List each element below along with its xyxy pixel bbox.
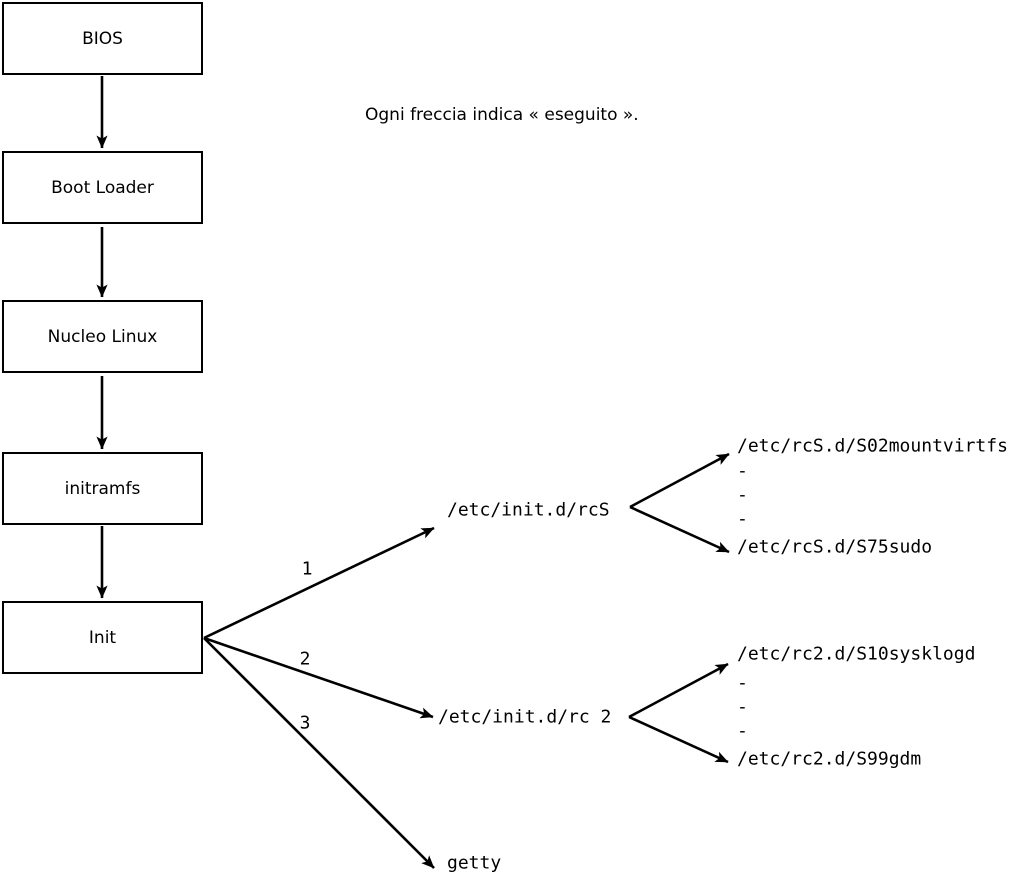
label-init-d-rcs: /etc/init.d/rcS: [447, 499, 610, 521]
box-bios-label: BIOS: [82, 28, 123, 49]
label-getty: getty: [447, 852, 502, 874]
diagram-caption: Ogni freccia indica « eseguito ».: [365, 105, 639, 125]
branch-number-2: 2: [299, 648, 311, 670]
box-init: Init: [2, 601, 203, 674]
label-rcs-ellipsis-1: -: [737, 460, 748, 482]
arrow-rcs-to-first-script: [629, 452, 730, 509]
arrow-init-to-rcs: [203, 526, 435, 640]
box-initramfs-label: initramfs: [64, 478, 141, 499]
label-rc2-last-script: /etc/rc2.d/S99gdm: [737, 748, 922, 770]
arrow-init-to-getty: [203, 637, 435, 869]
label-rcs-ellipsis-2: -: [737, 484, 748, 506]
arrow-rcs-to-last-script: [629, 505, 730, 554]
box-boot-loader: Boot Loader: [2, 151, 203, 224]
label-rcs-last-script: /etc/rcS.d/S75sudo: [737, 536, 933, 558]
box-boot-loader-label: Boot Loader: [51, 177, 154, 198]
label-init-d-rc2: /etc/init.d/rc 2: [438, 706, 612, 728]
branch-number-1: 1: [301, 558, 313, 580]
box-nucleo-linux: Nucleo Linux: [2, 300, 203, 373]
box-nucleo-linux-label: Nucleo Linux: [47, 326, 158, 347]
label-rc2-ellipsis-3: -: [737, 720, 748, 742]
label-rcs-ellipsis-3: -: [737, 508, 748, 530]
label-rc2-first-script: /etc/rc2.d/S10sysklogd: [737, 643, 976, 665]
arrow-rc2-to-last-script: [628, 715, 729, 764]
arrow-rc2-to-first-script: [628, 662, 729, 719]
box-initramfs: initramfs: [2, 452, 203, 525]
label-rc2-ellipsis-2: -: [737, 696, 748, 718]
box-init-label: Init: [88, 627, 117, 648]
label-rcs-first-script: /etc/rcS.d/S02mountvirtfs: [737, 435, 1008, 457]
box-bios: BIOS: [2, 2, 203, 75]
label-rc2-ellipsis-1: -: [737, 672, 748, 694]
arrow-init-to-rc2: [203, 636, 434, 719]
branch-number-3: 3: [299, 712, 311, 734]
